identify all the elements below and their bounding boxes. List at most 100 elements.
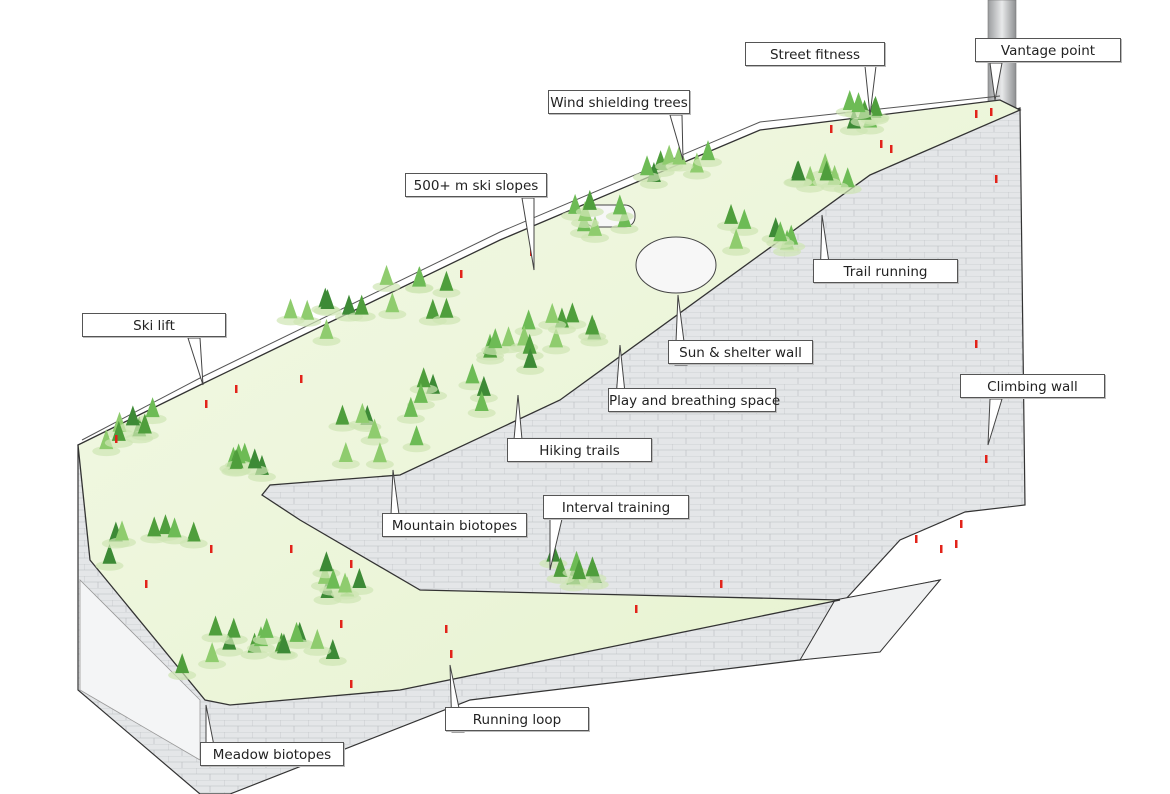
tree xyxy=(289,621,304,642)
tree xyxy=(102,543,117,564)
tree-shadow xyxy=(633,172,662,183)
person xyxy=(145,580,148,588)
tree-shadow xyxy=(476,354,505,365)
tree-shadow xyxy=(318,655,347,666)
person xyxy=(210,545,213,553)
person xyxy=(450,650,453,658)
label-climbing-wall: Climbing wall xyxy=(960,374,1105,398)
tree xyxy=(465,363,480,384)
tree-shadow xyxy=(812,177,841,188)
tree xyxy=(522,333,537,354)
tree-shadow xyxy=(215,646,244,657)
tree-shadow xyxy=(104,437,133,448)
person xyxy=(350,680,353,688)
tree xyxy=(403,396,418,417)
person xyxy=(940,545,943,553)
person xyxy=(915,535,918,543)
tree-shadow xyxy=(581,232,610,243)
tree-shadow xyxy=(313,306,342,317)
tree xyxy=(283,298,298,319)
tree-shadow xyxy=(396,413,425,424)
label-ski-lift: Ski lift xyxy=(82,313,226,337)
tree xyxy=(412,266,427,287)
tree xyxy=(355,402,370,423)
tree-shadow xyxy=(766,238,795,249)
tree xyxy=(791,160,806,181)
tree xyxy=(416,367,431,388)
tree xyxy=(379,264,394,285)
tree xyxy=(565,302,580,323)
tree-shadow xyxy=(160,534,189,545)
tree xyxy=(409,425,424,446)
tree-shadow xyxy=(312,335,341,346)
tree xyxy=(338,572,353,593)
person xyxy=(880,140,883,148)
tree-shadow xyxy=(168,670,197,681)
label-trail-running: Trail running xyxy=(813,259,958,283)
leader-line xyxy=(989,62,1003,101)
person xyxy=(115,435,118,443)
tree xyxy=(385,292,400,313)
tree-shadow xyxy=(571,218,600,229)
tree-shadow xyxy=(331,458,360,469)
label-play-breathing-space: Play and breathing space xyxy=(608,388,780,412)
tree xyxy=(572,559,587,580)
tree xyxy=(310,628,325,649)
tree-shadow xyxy=(605,211,634,222)
tree xyxy=(276,633,291,654)
tree xyxy=(439,270,454,291)
tree-shadow xyxy=(303,645,332,656)
person xyxy=(890,145,893,153)
person xyxy=(960,520,963,528)
tree xyxy=(175,653,190,674)
tree-shadow xyxy=(850,116,879,127)
tree-shadow xyxy=(409,384,438,395)
tree xyxy=(868,95,883,116)
tree xyxy=(145,397,160,418)
tree-shadow xyxy=(240,465,269,476)
label-meadow-biotopes: Meadow biotopes xyxy=(200,742,344,766)
label-mountain-biotopes: Mountain biotopes xyxy=(382,513,527,537)
tree-shadow xyxy=(578,331,607,342)
tree xyxy=(186,521,201,542)
person xyxy=(460,270,463,278)
tree xyxy=(319,318,334,339)
label-wind-shielding-trees: Wind shielding trees xyxy=(548,90,690,114)
tree xyxy=(147,516,162,537)
person xyxy=(340,620,343,628)
tree-shadow xyxy=(130,430,159,441)
person xyxy=(720,580,723,588)
tree-shadow xyxy=(347,311,376,322)
tree-shadow xyxy=(95,560,124,571)
tree xyxy=(501,326,516,347)
tree xyxy=(523,347,538,368)
tree xyxy=(773,221,788,242)
tree xyxy=(320,289,335,310)
tree-shadow xyxy=(92,446,121,457)
label-vantage-point: Vantage point xyxy=(975,38,1121,62)
leader-line xyxy=(669,114,684,161)
tree xyxy=(158,514,173,535)
tree-shadow xyxy=(575,206,604,217)
tree xyxy=(474,390,489,411)
tree xyxy=(325,638,340,659)
tree xyxy=(545,302,560,323)
leader-line xyxy=(549,518,563,571)
leader-line xyxy=(521,197,535,271)
tree xyxy=(226,617,241,638)
tree xyxy=(729,228,744,249)
tree-shadow xyxy=(542,344,571,355)
person xyxy=(300,375,303,383)
tree-shadow xyxy=(694,157,723,168)
tree-shadow xyxy=(246,643,275,654)
tree xyxy=(137,413,152,434)
tree-shadow xyxy=(198,659,227,670)
person xyxy=(205,400,208,408)
person xyxy=(955,540,958,548)
tree-shadow xyxy=(252,634,281,645)
label-ski-slopes: 500+ m ski slopes xyxy=(405,173,547,197)
tree xyxy=(115,520,130,541)
tree-shadow xyxy=(365,459,394,470)
tree xyxy=(372,442,387,463)
